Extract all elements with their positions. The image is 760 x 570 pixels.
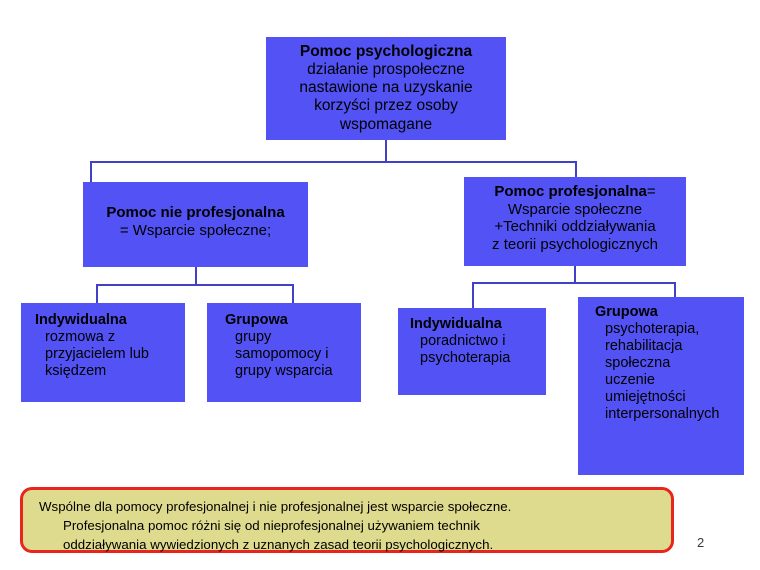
callout-line-2: Profesjonalna pomoc różni się od nieprof… bbox=[63, 517, 480, 533]
node-line-2: = Wsparcie społeczne; bbox=[119, 221, 272, 239]
node-line-2: działanie prospołeczne bbox=[307, 61, 465, 79]
node-pomoc-nie-profesjonalna[interactable]: Pomoc nie profesjonalna = Wsparcie społe… bbox=[83, 182, 308, 267]
connector-root-drop-left bbox=[90, 161, 92, 182]
connector-root-stem bbox=[385, 140, 387, 163]
connector-left-drop-2 bbox=[292, 284, 294, 303]
connector-right-drop-2 bbox=[674, 282, 676, 297]
connector-left-stem bbox=[195, 267, 197, 285]
node-pomoc-psychologiczna[interactable]: Pomoc psychologiczna działanie prospołec… bbox=[266, 37, 506, 140]
node-line-3: przyjacielem lub bbox=[45, 345, 149, 362]
node-line-2: Wsparcie społeczne bbox=[507, 200, 643, 218]
node-line-2: grupy bbox=[235, 328, 272, 345]
node-line-2: rozmowa z bbox=[45, 328, 116, 345]
node-prof-indywidualna[interactable]: Indywidualna poradnictwo i psychoterapia bbox=[398, 308, 546, 395]
node-line-7: interpersonalnych bbox=[605, 405, 720, 422]
node-title: Pomoc nie profesjonalna bbox=[106, 204, 285, 221]
node-title: Indywidualna bbox=[35, 312, 127, 328]
node-title: Pomoc psychologiczna bbox=[299, 43, 473, 60]
connector-right-stem bbox=[574, 266, 576, 283]
callout-line-3: oddziaływania wywiedzionych z uznanych z… bbox=[63, 536, 494, 552]
connector-left-drop-1 bbox=[96, 284, 98, 303]
node-line-4: księdzem bbox=[45, 362, 107, 379]
node-line-5: wspomagane bbox=[339, 115, 433, 133]
node-line-3: +Techniki oddziaływania bbox=[494, 218, 656, 236]
node-line-3: psychoterapia bbox=[420, 349, 511, 366]
node-title-row: Pomoc profesjonalna= bbox=[464, 183, 686, 201]
node-line-6: umiejętności bbox=[605, 388, 686, 405]
node-prof-grupowa[interactable]: Grupowa psychoterapia, rehabilitacja spo… bbox=[578, 297, 744, 475]
node-nieprof-indywidualna[interactable]: Indywidualna rozmowa z przyjacielem lub … bbox=[21, 303, 185, 402]
node-line-4: społeczna bbox=[605, 354, 671, 371]
page-number: 2 bbox=[697, 535, 705, 550]
node-line-2: poradnictwo i bbox=[420, 332, 506, 349]
callout-line-1: Wspólne dla pomocy profesjonalnej i nie … bbox=[39, 499, 512, 514]
node-title-suffix: = bbox=[646, 183, 656, 200]
node-line-4: z teorii psychologicznych bbox=[492, 235, 658, 253]
node-line-4: grupy wsparcia bbox=[235, 362, 333, 379]
node-title: Indywidualna bbox=[410, 316, 502, 332]
connector-left-horizontal bbox=[96, 284, 294, 286]
node-line-3: rehabilitacja bbox=[605, 337, 683, 354]
connector-right-horizontal bbox=[472, 282, 676, 284]
connector-right-drop-1 bbox=[472, 282, 474, 308]
node-title: Grupowa bbox=[595, 304, 658, 320]
node-title: Pomoc profesjonalna bbox=[494, 183, 647, 200]
node-line-3: nastawione na uzyskanie bbox=[299, 79, 473, 97]
node-title: Grupowa bbox=[225, 312, 288, 328]
node-line-5: uczenie bbox=[605, 371, 655, 388]
node-line-3: samopomocy i bbox=[235, 345, 329, 362]
connector-root-drop-right bbox=[575, 161, 577, 178]
node-line-2: psychoterapia, bbox=[605, 320, 700, 337]
node-pomoc-profesjonalna[interactable]: Pomoc profesjonalna= Wsparcie społeczne … bbox=[464, 177, 686, 266]
node-nieprof-grupowa[interactable]: Grupowa grupy samopomocy i grupy wsparci… bbox=[207, 303, 361, 402]
node-line-4: korzyści przez osoby bbox=[314, 97, 458, 115]
summary-callout: Wspólne dla pomocy profesjonalnej i nie … bbox=[20, 487, 674, 553]
connector-root-horizontal bbox=[90, 161, 577, 163]
